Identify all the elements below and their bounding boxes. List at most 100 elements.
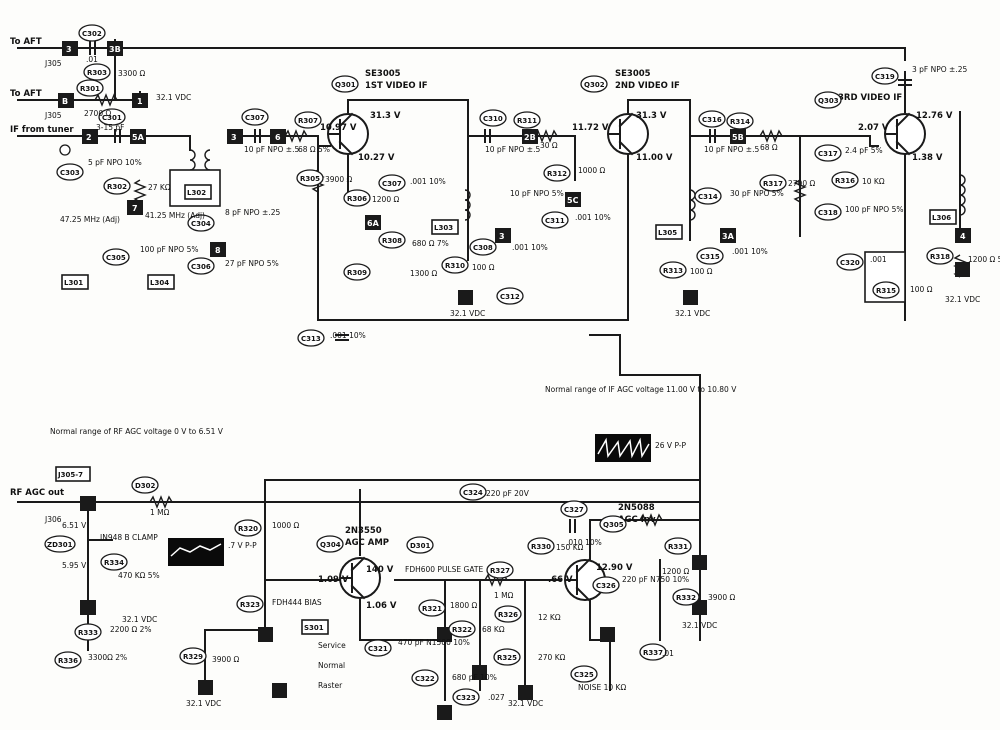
svg-text:Q305: Q305 (603, 521, 624, 529)
ref-r301: R301 (76, 79, 104, 97)
val-service: Service (318, 641, 346, 650)
value-labels: .01 3300 Ω 2700 Ω 3-15 pF 5 pF NPO 10% 2… (60, 55, 1000, 708)
ref-r302: R302 (103, 177, 131, 195)
svg-text:R313: R313 (663, 267, 683, 275)
resistor-r312 (793, 179, 807, 203)
val-c320: .001 (870, 255, 887, 264)
resistors (94, 93, 967, 587)
val-q302-c: 31.3 V (636, 111, 667, 121)
svg-text:R306: R306 (347, 195, 367, 203)
ref-r317: R317 (759, 174, 787, 192)
svg-text:2: 2 (86, 133, 92, 142)
svg-text:C306: C306 (191, 263, 211, 271)
val-c327: .010 10% (566, 538, 602, 547)
svg-text:C319: C319 (875, 73, 895, 81)
svg-text:R333: R333 (78, 629, 98, 637)
ref-l304: L304 (147, 274, 175, 290)
svg-text:C317: C317 (818, 150, 838, 158)
val-r307: 68 Ω 5% (298, 145, 330, 154)
ref-q302: Q302 (580, 75, 608, 93)
val-zd-top: 6.51 V (62, 521, 87, 530)
ref-c311: C311 (541, 211, 569, 229)
ref-r310: R310 (441, 256, 469, 274)
capacitor-c316 (709, 129, 716, 143)
svg-text:1: 1 (137, 97, 143, 106)
val-supply-5: 32.1 VDC (122, 615, 157, 624)
terminal-2b: 2B (522, 129, 538, 144)
svg-text:R301: R301 (80, 85, 100, 93)
ref-r312: R312 (543, 164, 571, 182)
svg-text:C303: C303 (60, 169, 80, 177)
ref-c319: C319 (871, 67, 899, 85)
ref-r325: R325 (493, 648, 521, 666)
j305-tag-label: J305-7 (57, 471, 83, 479)
svg-text:R330: R330 (531, 543, 551, 551)
notes: Normal range of IF AGC voltage 11.00 V t… (50, 385, 737, 436)
svg-text:C308: C308 (473, 244, 493, 252)
val-r342: 1200 Ω (662, 567, 689, 576)
if-from-tuner-label: IF from tuner (10, 125, 74, 135)
ref-r318: R318 (926, 247, 954, 265)
svg-text:C307: C307 (245, 114, 265, 122)
ref-c313: C313 (297, 329, 325, 347)
osc-pulse-trace (170, 543, 222, 557)
ref-r313: R313 (659, 261, 687, 279)
val-q302-e: 11.00 V (636, 153, 673, 163)
svg-text:R323: R323 (240, 601, 260, 609)
ref-r327: R327 (486, 561, 514, 579)
val-r340: 150 KΩ (556, 543, 584, 552)
ref-bubbles: C302 R303 R301 C301 C303 R302 L302 C304 … (44, 24, 957, 706)
capacitor-c309 (484, 129, 491, 143)
ref-c303: C303 (56, 163, 84, 181)
ref-c307b: C307 (378, 174, 406, 192)
ref-r314: R314 (726, 112, 754, 130)
val-supply-7: 32.1 VDC (508, 699, 543, 708)
ref-c318: C318 (814, 203, 842, 221)
val-q304-b: 1.09 V (318, 575, 349, 585)
ref-r303: R303 (83, 63, 111, 81)
val-r328: 1000 Ω (272, 521, 299, 530)
val-agc-wave: 26 V P-P (655, 441, 687, 450)
val-c306: 27 pF NPO 5% (225, 259, 279, 268)
val-c305: 100 pF NPO 5% (140, 245, 198, 254)
q305-name: AGC Inv (618, 515, 656, 525)
svg-text:R320: R320 (238, 525, 258, 533)
svg-text:R316: R316 (835, 177, 855, 185)
svg-text:R302: R302 (107, 183, 127, 191)
svg-text:C307: C307 (382, 180, 402, 188)
resistor-r307 (284, 129, 308, 143)
terminal-3: 3 (62, 41, 78, 56)
svg-text:C302: C302 (82, 30, 102, 38)
ref-r306: R306 (343, 189, 371, 207)
val-r321: 1800 Ω (450, 601, 477, 610)
ref-c327: C327 (560, 500, 588, 518)
stage-titles: SE3005 1ST VIDEO IF SE3005 2ND VIDEO IF … (345, 69, 902, 548)
svg-text:C313: C313 (301, 335, 321, 343)
svg-text:8: 8 (215, 246, 221, 255)
ref-c320: C320 (836, 253, 864, 271)
svg-text:R307: R307 (298, 117, 318, 125)
svg-text:C314: C314 (698, 193, 718, 201)
ref-l301: L301 (61, 274, 89, 290)
val-c338: .01 (662, 649, 674, 658)
to-aft-label-1: To AFT (10, 37, 42, 47)
terminal-3d: 3 (495, 228, 511, 243)
ref-c322: C322 (411, 669, 439, 687)
val-r316: 10 KΩ (862, 177, 885, 186)
ref-r336: R336 (54, 651, 82, 669)
to-aft-label-2: To AFT (10, 89, 42, 99)
val-c316: 10 pF NPO ±.5 (704, 145, 759, 154)
ref-c326: C326 (592, 576, 620, 594)
ref-c307: C307 (241, 108, 269, 126)
agc-pulse-trace (597, 437, 650, 459)
val-c307: 10 pF NPO ±.5 (244, 145, 299, 154)
val-r341: 3900 Ω (708, 593, 735, 602)
svg-text:3B: 3B (109, 45, 121, 54)
ref-l302: L302 (184, 184, 212, 200)
ref-r334: R334 (100, 553, 128, 571)
terminal-3c: 3 (227, 129, 243, 144)
capacitor-c327 (569, 519, 576, 533)
svg-text:R309: R309 (347, 269, 367, 277)
ref-r315: R315 (872, 281, 900, 299)
coil-l306 (959, 174, 966, 216)
